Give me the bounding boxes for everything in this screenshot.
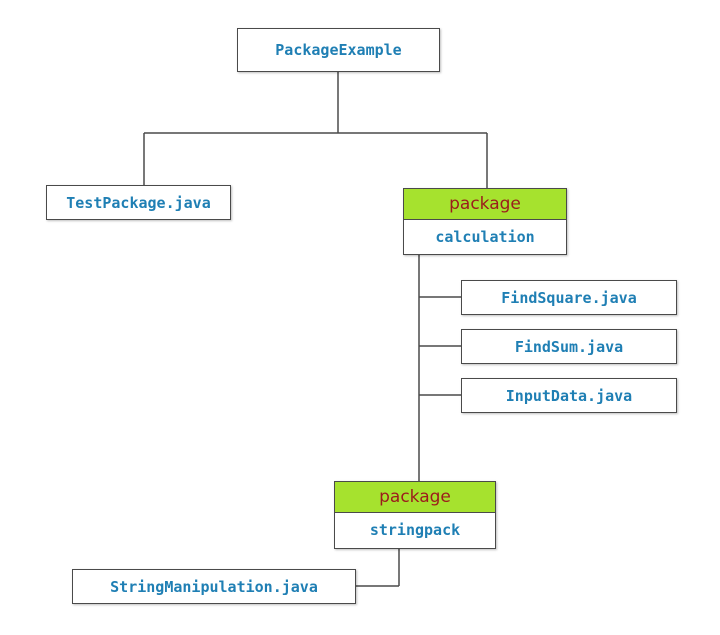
package-keyword-header: package <box>404 189 566 220</box>
file-node-testpackage: TestPackage.java <box>46 185 231 220</box>
file-node-findsum: FindSum.java <box>461 329 677 364</box>
file-node-label: StringManipulation.java <box>110 577 318 596</box>
file-node-label: InputData.java <box>505 386 633 405</box>
package-keyword-header: package <box>335 482 495 513</box>
file-node-inputdata: InputData.java <box>461 378 677 413</box>
package-name-label: calculation <box>435 227 535 246</box>
package-node-stringpack: package stringpack <box>334 481 496 549</box>
file-node-stringmanipulation: StringManipulation.java <box>72 569 356 604</box>
file-node-label: TestPackage.java <box>66 193 211 212</box>
package-name-body: stringpack <box>335 513 495 547</box>
package-node-calculation: package calculation <box>403 188 567 255</box>
file-node-findsquare: FindSquare.java <box>461 280 677 315</box>
package-keyword-label: package <box>449 194 521 214</box>
file-node-label: FindSquare.java <box>501 288 637 307</box>
file-node-label: FindSum.java <box>514 337 624 356</box>
package-name-body: calculation <box>404 220 566 253</box>
root-node-packageexample: PackageExample <box>237 28 440 72</box>
root-node-label: PackageExample <box>275 41 402 59</box>
package-name-label: stringpack <box>369 521 461 539</box>
package-keyword-label: package <box>379 487 451 507</box>
